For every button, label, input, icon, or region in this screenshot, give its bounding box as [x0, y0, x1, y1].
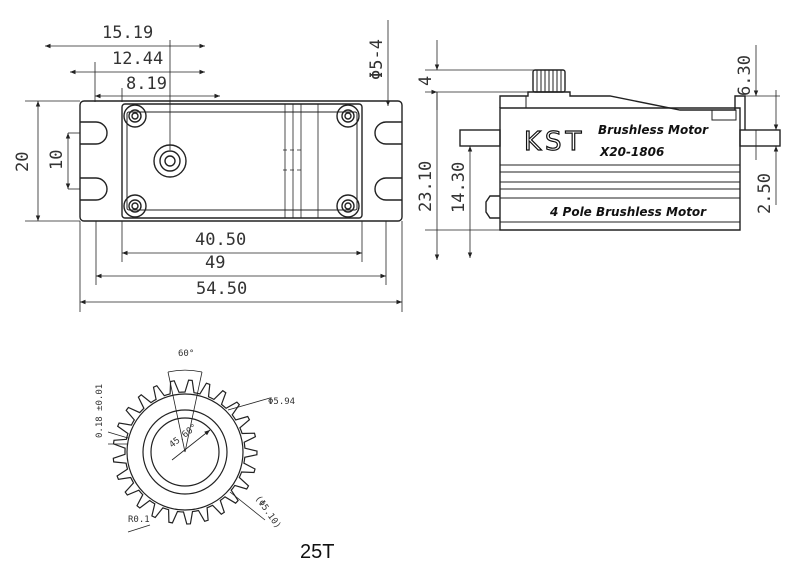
- label-brushless-motor: Brushless Motor: [598, 123, 709, 137]
- side-dimension-labels: 4 6.30 23.10 14.30 2.50: [416, 55, 775, 214]
- left-flange: [459, 129, 501, 147]
- front-dimension-labels: 15.19 12.44 8.19 Φ5-4 20 10 40.50 49 54.…: [13, 23, 387, 299]
- dim-54-50: 54.50: [196, 279, 247, 299]
- dim-23-10: 23.10: [416, 161, 436, 212]
- dim-14-30: 14.30: [449, 162, 469, 213]
- dim-4: 4: [416, 76, 436, 86]
- corner-screw: [336, 194, 360, 218]
- gear: [107, 369, 271, 533]
- dim-15-19: 15.19: [102, 23, 153, 43]
- gear-bore-inner: [150, 417, 220, 487]
- front-view: [79, 100, 403, 222]
- gear-bore-outer: [142, 409, 228, 495]
- dim-phi-5-4: Φ5-4: [367, 39, 387, 80]
- front-outer-body: [79, 100, 403, 222]
- corner-screw: [123, 194, 147, 218]
- dim-phi-5-94: Φ5.94: [268, 397, 295, 407]
- right-mount-slot-top: [374, 121, 402, 145]
- dim-10: 10: [47, 150, 67, 170]
- cable-grommet: [485, 195, 500, 219]
- dim-49: 49: [205, 253, 225, 273]
- teeth-label: 25T: [300, 541, 334, 563]
- dim-0-18: 0.18 ±0.01: [95, 384, 105, 438]
- kst-logo: KST: [524, 127, 585, 157]
- dim-60-deg: 60°: [178, 349, 194, 359]
- dim-40-50: 40.50: [195, 230, 246, 250]
- gear-root-circle: [126, 393, 244, 511]
- front-dimensions: [25, 20, 403, 312]
- dim-phi-5-10: (Φ5.10): [253, 494, 283, 531]
- left-mount-slot-bottom: [80, 177, 108, 201]
- left-mount-slot-top: [80, 121, 108, 145]
- side-labels: KST Brushless Motor X20-1806 4 Pole Brus…: [523, 123, 709, 219]
- label-4-pole: 4 Pole Brushless Motor: [549, 205, 707, 219]
- dim-8-19: 8.19: [126, 74, 167, 94]
- dim-2-50: 2.50: [755, 173, 775, 214]
- gear-teeth: [112, 379, 258, 525]
- label-model: X20-1806: [599, 145, 664, 159]
- corner-screw: [123, 104, 147, 128]
- corner-screw: [336, 104, 360, 128]
- dim-6-30: 6.30: [735, 55, 755, 96]
- dim-20: 20: [13, 152, 33, 172]
- front-inner-case: [121, 103, 363, 219]
- dim-r0-1: R0.1: [128, 515, 150, 525]
- dim-12-44: 12.44: [112, 49, 163, 69]
- right-flange: [739, 129, 781, 147]
- side-dimensions: [425, 40, 780, 260]
- right-mount-slot-bottom: [374, 177, 402, 201]
